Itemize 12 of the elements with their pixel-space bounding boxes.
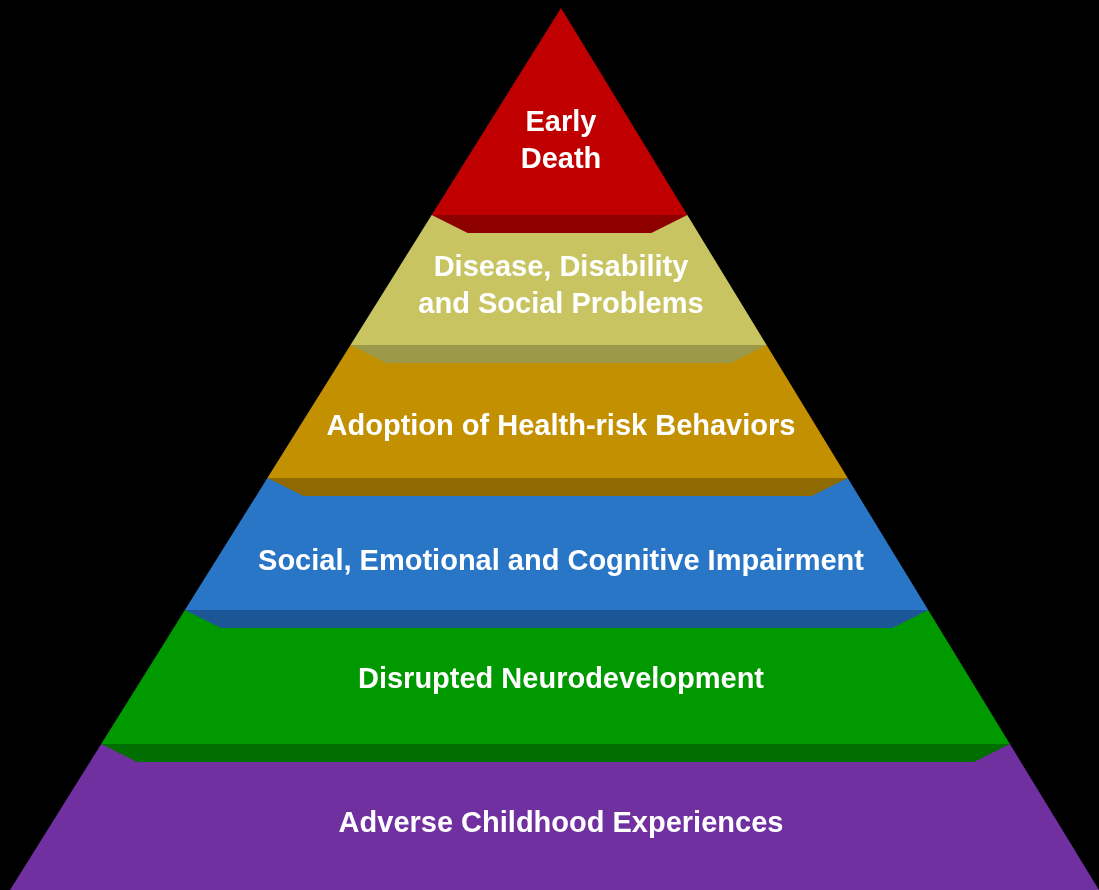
tier-label: Disrupted Neurodevelopment — [356, 660, 766, 696]
tier-label: Early Death — [519, 104, 603, 176]
pyramid-tier — [10, 744, 1099, 890]
tier-label: Social, Emotional and Cognitive Impairment — [257, 542, 865, 578]
tier-label: Adverse Childhood Experiences — [337, 804, 785, 840]
pyramid-tier — [431, 8, 688, 215]
pyramid-tier — [184, 478, 929, 610]
tier-label: Adoption of Health-risk Behaviors — [325, 407, 797, 443]
pyramid-tier — [267, 345, 848, 478]
pyramid-tier — [101, 610, 1010, 744]
pyramid-tier — [350, 215, 767, 345]
tier-label: Disease, Disability and Social Problems — [417, 249, 705, 321]
